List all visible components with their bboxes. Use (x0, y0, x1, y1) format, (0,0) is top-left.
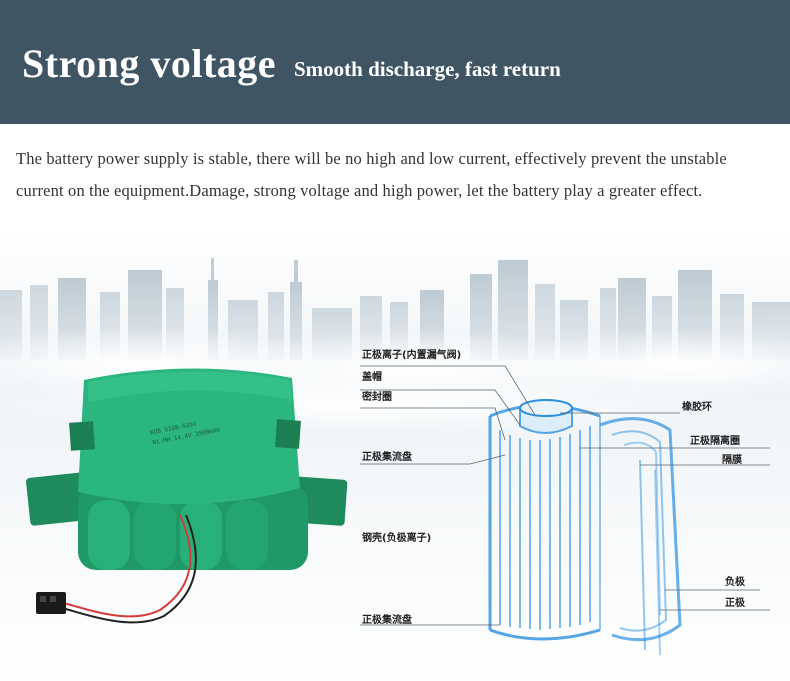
city-skyline-background (0, 230, 790, 681)
diagram-leader-lines (360, 365, 770, 626)
label-steel-shell: 钢壳(负极离子) (362, 533, 432, 544)
label-positive-collector-bottom: 正极集流盘 (362, 615, 412, 626)
label-positive-collector-top: 正极集流盘 (362, 452, 412, 463)
label-positive: 正极 (725, 598, 745, 609)
battery-pack-image (26, 368, 348, 624)
banner-title: Strong voltage (22, 41, 277, 86)
label-rubber-ring: 橡胶环 (682, 402, 712, 413)
label-separator: 隔膜 (722, 455, 742, 466)
header-banner: Strong voltage Smooth discharge, fast re… (0, 0, 790, 124)
label-seal-ring: 密封圈 (362, 392, 392, 403)
label-positive-insulator: 正极隔离圈 (690, 436, 740, 447)
description-text: The battery power supply is stable, ther… (16, 149, 727, 200)
label-negative: 负极 (725, 577, 745, 588)
cell-cutaway-diagram (488, 399, 682, 656)
label-positive-terminal: 正极离子(内置漏气阀) (362, 350, 462, 361)
product-illustration: KUB SIGB-535V Ni-MH 14.4V 3500mAh 正极离子(内… (0, 230, 790, 681)
label-cap: 盖帽 (362, 372, 382, 383)
banner-subtitle: Smooth discharge, fast return (294, 57, 561, 81)
